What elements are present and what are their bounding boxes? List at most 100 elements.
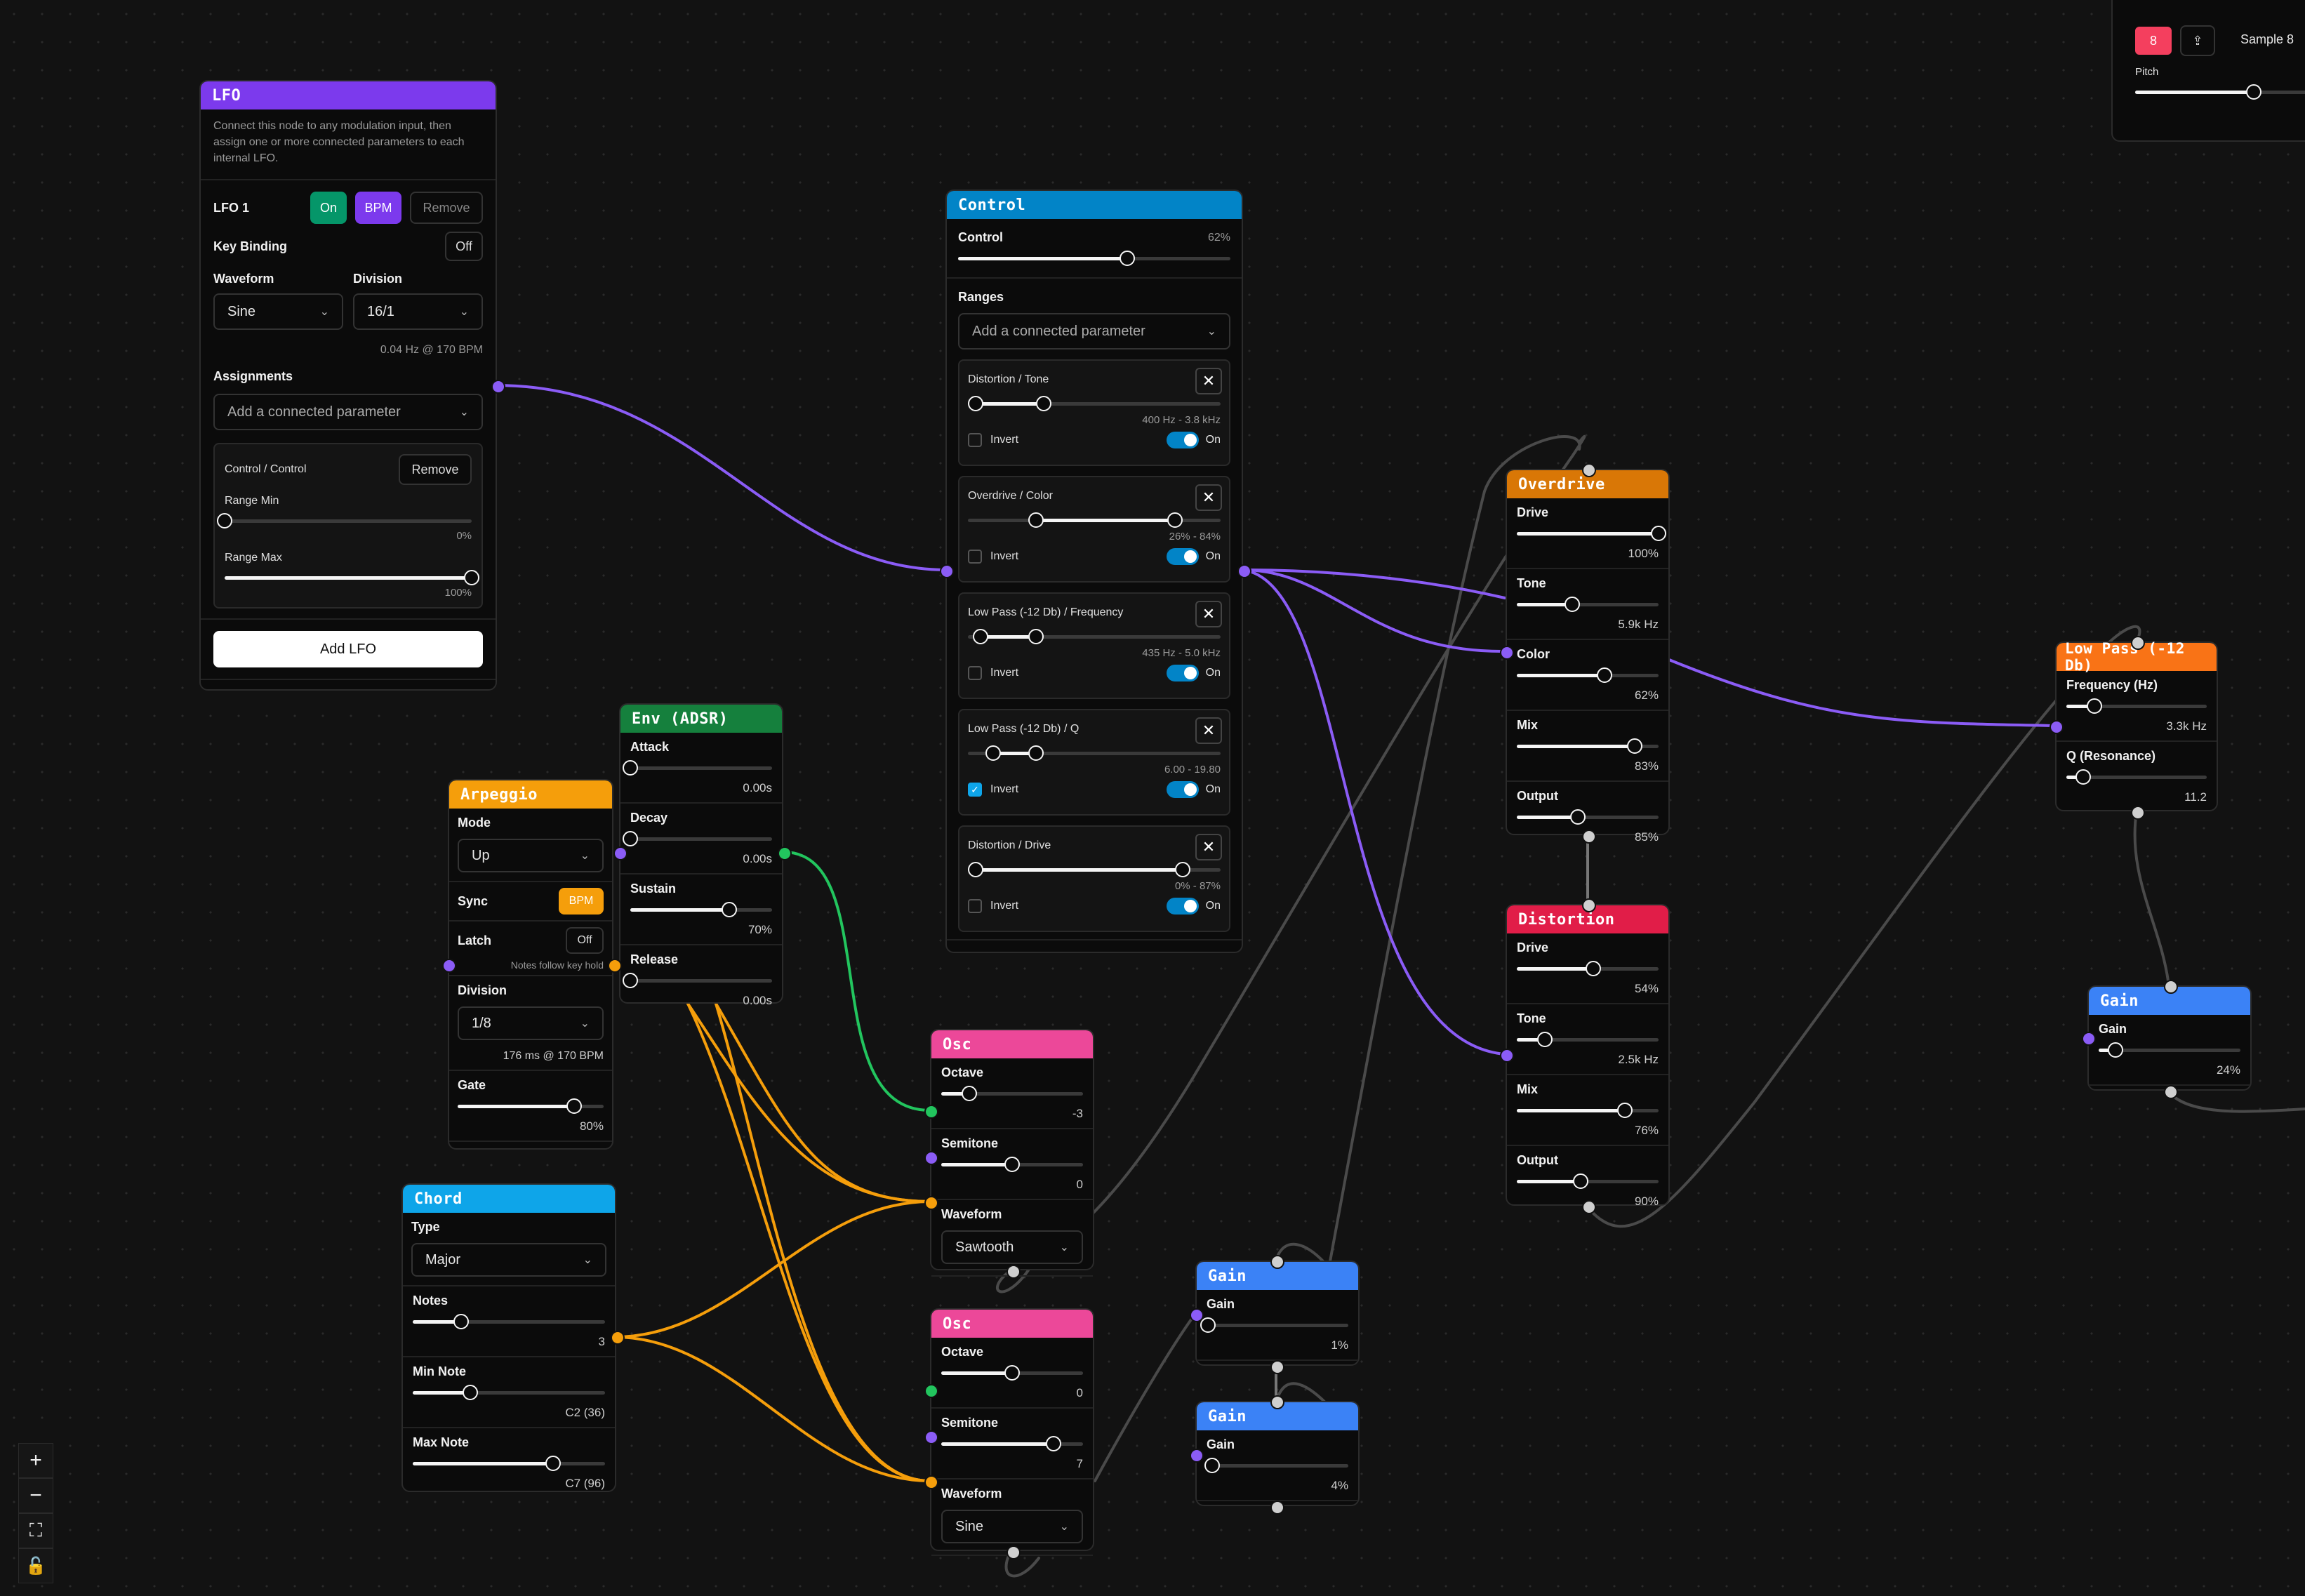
arp-sync-button[interactable]: BPM bbox=[559, 888, 604, 915]
chord-param-slider[interactable] bbox=[413, 1383, 605, 1402]
env-input-port[interactable] bbox=[613, 846, 627, 860]
lowpass-node[interactable]: Low Pass (-12 Db) Frequency (Hz) 3.3k Hz… bbox=[2050, 636, 2218, 820]
range-slider[interactable] bbox=[967, 860, 1221, 879]
overdrive-output-port[interactable] bbox=[1582, 830, 1596, 844]
invert-checkbox[interactable]: ✓ bbox=[968, 783, 982, 797]
lfo-output-port[interactable] bbox=[491, 380, 505, 394]
control-slider[interactable] bbox=[958, 249, 1230, 267]
wire-audio[interactable] bbox=[2167, 1091, 2305, 1113]
lowpass-output-port[interactable] bbox=[2131, 806, 2145, 820]
invert-checkbox[interactable] bbox=[968, 899, 982, 913]
distortion-tone-port[interactable] bbox=[1500, 1049, 1514, 1063]
wire-modulation[interactable] bbox=[1668, 658, 2057, 727]
distortion-output-port[interactable] bbox=[1582, 1200, 1596, 1214]
arp-input-port[interactable] bbox=[442, 959, 456, 973]
range-on-toggle[interactable] bbox=[1166, 898, 1199, 915]
gain1-node[interactable]: Gain Gain 1% bbox=[1190, 1255, 1360, 1374]
range-remove-button[interactable]: ✕ bbox=[1195, 717, 1222, 744]
range-remove-button[interactable]: ✕ bbox=[1195, 834, 1222, 860]
lock-button[interactable]: 🔓 bbox=[18, 1548, 53, 1583]
range-on-toggle[interactable] bbox=[1166, 432, 1199, 448]
lfo-on-button[interactable]: On bbox=[310, 192, 347, 224]
invert-checkbox[interactable] bbox=[968, 666, 982, 680]
range-remove-button[interactable]: ✕ bbox=[1195, 601, 1222, 627]
osc1-octave-slider[interactable] bbox=[941, 1084, 1083, 1103]
lfo-remove-button[interactable]: Remove bbox=[410, 192, 483, 224]
overdrive-node[interactable]: Overdrive Drive 100% Tone 5.9k Hz Color … bbox=[1500, 463, 1670, 844]
fit-view-button[interactable]: ⛶ bbox=[18, 1513, 53, 1548]
range-remove-button[interactable]: ✕ bbox=[1195, 368, 1222, 394]
range-slider[interactable] bbox=[968, 511, 1221, 529]
gain2-slider[interactable] bbox=[1204, 1456, 1348, 1475]
gain2-output-port[interactable] bbox=[1270, 1501, 1284, 1515]
lowpass-input-port[interactable] bbox=[2131, 636, 2145, 650]
key-binding-toggle[interactable]: Off bbox=[445, 232, 483, 261]
range-remove-button[interactable]: ✕ bbox=[1195, 484, 1222, 511]
gain3-slider[interactable] bbox=[2099, 1041, 2240, 1059]
chord-param-slider[interactable] bbox=[413, 1312, 605, 1331]
overdrive-param-slider[interactable] bbox=[1517, 808, 1659, 826]
assignment-remove-button[interactable]: Remove bbox=[399, 454, 472, 485]
osc1-output-port[interactable] bbox=[1007, 1265, 1021, 1279]
gain3-node[interactable]: Gain Gain 24% bbox=[2082, 980, 2252, 1099]
range-slider[interactable] bbox=[968, 744, 1221, 762]
distortion-param-slider[interactable] bbox=[1517, 1030, 1659, 1049]
range-slider[interactable] bbox=[968, 627, 1221, 646]
osc1-semitone-slider[interactable] bbox=[941, 1155, 1083, 1173]
arp-mode-select[interactable]: Up⌄ bbox=[458, 839, 604, 872]
wire-notes[interactable] bbox=[715, 1002, 931, 1203]
gain3-output-port[interactable] bbox=[2164, 1085, 2178, 1099]
osc1-semitone-port[interactable] bbox=[924, 1151, 938, 1165]
lowpass-param-slider[interactable] bbox=[2066, 697, 2207, 715]
wire-modulation[interactable] bbox=[1241, 568, 1506, 1056]
lfo-bpm-button[interactable]: BPM bbox=[355, 192, 401, 224]
overdrive-color-port[interactable] bbox=[1500, 646, 1514, 660]
overdrive-param-slider[interactable] bbox=[1517, 524, 1666, 543]
chord-type-select[interactable]: Major⌄ bbox=[411, 1243, 606, 1277]
env-node[interactable]: Env (ADSR) Attack 0.00s Decay 0.00s Sust… bbox=[613, 703, 792, 1007]
lfo-division-select[interactable]: 16/1⌄ bbox=[353, 293, 483, 330]
control-add-param-select[interactable]: Add a connected parameter⌄ bbox=[958, 313, 1230, 350]
lfo-add-param-select[interactable]: Add a connected parameter⌄ bbox=[213, 394, 483, 430]
wire-modulation[interactable] bbox=[494, 384, 947, 571]
arp-gate-slider[interactable] bbox=[458, 1097, 604, 1115]
overdrive-param-slider[interactable] bbox=[1517, 666, 1659, 684]
lowpass-param-slider[interactable] bbox=[2066, 768, 2207, 786]
wire-notes[interactable] bbox=[686, 1002, 931, 1203]
env-param-slider[interactable] bbox=[623, 971, 772, 990]
add-lfo-button[interactable]: Add LFO bbox=[213, 631, 483, 667]
env-param-slider[interactable] bbox=[623, 830, 772, 848]
range-min-slider[interactable] bbox=[217, 512, 472, 530]
lfo-node[interactable]: LFO Connect this node to any modulation … bbox=[199, 80, 505, 691]
arp-division-select[interactable]: 1/8⌄ bbox=[458, 1006, 604, 1040]
osc2-output-port[interactable] bbox=[1007, 1545, 1021, 1560]
env-output-port[interactable] bbox=[778, 846, 792, 860]
osc2-semitone-port[interactable] bbox=[924, 1430, 938, 1444]
env-param-slider[interactable] bbox=[630, 900, 772, 919]
osc1-waveform-select[interactable]: Sawtooth⌄ bbox=[941, 1230, 1083, 1264]
sample-badge[interactable]: 8 bbox=[2135, 27, 2172, 55]
distortion-node[interactable]: Distortion Drive 54% Tone 2.5k Hz Mix 76… bbox=[1500, 898, 1670, 1214]
upload-button[interactable]: ⇪ bbox=[2180, 25, 2215, 56]
pitch-slider[interactable] bbox=[2135, 83, 2305, 101]
zoom-in-button[interactable]: + bbox=[18, 1443, 53, 1478]
chord-node[interactable]: Chord Type Major⌄ Notes 3 Min Note C2 (3… bbox=[401, 1183, 625, 1492]
distortion-param-slider[interactable] bbox=[1517, 1172, 1659, 1190]
wire-notes[interactable] bbox=[686, 1002, 931, 1482]
gain2-mod-port[interactable] bbox=[1190, 1449, 1204, 1463]
osc1-node[interactable]: Osc Octave -3 Semitone 0 Waveform Sawtoo… bbox=[924, 1029, 1094, 1279]
osc2-waveform-select[interactable]: Sine⌄ bbox=[941, 1510, 1083, 1543]
control-output-port[interactable] bbox=[1237, 564, 1251, 578]
wire-modulation[interactable] bbox=[1241, 568, 1506, 653]
range-slider[interactable] bbox=[967, 394, 1221, 413]
osc1-waveform-port[interactable] bbox=[924, 1196, 938, 1210]
lfo-waveform-select[interactable]: Sine⌄ bbox=[213, 293, 343, 330]
chord-param-slider[interactable] bbox=[413, 1454, 605, 1472]
invert-checkbox[interactable] bbox=[968, 550, 982, 564]
wire-modulation[interactable] bbox=[1241, 568, 1506, 599]
zoom-out-button[interactable]: − bbox=[18, 1478, 53, 1513]
gain1-input-port[interactable] bbox=[1270, 1255, 1284, 1269]
osc2-node[interactable]: Osc Octave 0 Semitone 7 Waveform Sine⌄ bbox=[924, 1308, 1094, 1560]
osc2-semitone-slider[interactable] bbox=[941, 1435, 1083, 1453]
